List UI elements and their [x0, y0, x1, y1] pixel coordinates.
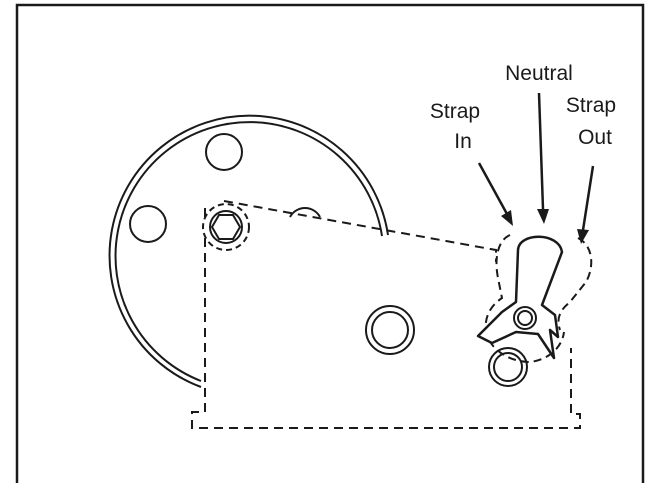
frame-border — [15, 3, 645, 483]
label-strap-out-line1: Strap — [566, 94, 616, 117]
side-plate-outline — [191, 200, 581, 429]
label-strap-in-line2: In — [454, 130, 472, 153]
winch-drum — [108, 114, 389, 388]
arrow-neutral — [537, 92, 549, 224]
label-strap-in-line1: Strap — [430, 100, 480, 123]
plate-bolt — [365, 305, 415, 355]
arrow-strap-out — [577, 165, 595, 244]
pawl-lever — [476, 235, 564, 360]
gear-bolt — [488, 347, 528, 387]
drum-hole-left — [129, 205, 167, 243]
label-neutral: Neutral — [505, 62, 573, 85]
axle-bolt — [202, 203, 250, 251]
arrow-strap-in — [477, 162, 513, 226]
pawl-position-strap-out — [557, 237, 593, 331]
label-strap-out-line2: Out — [578, 126, 612, 149]
drum-hole-hidden — [289, 207, 321, 218]
drum-hole-top — [205, 133, 243, 171]
